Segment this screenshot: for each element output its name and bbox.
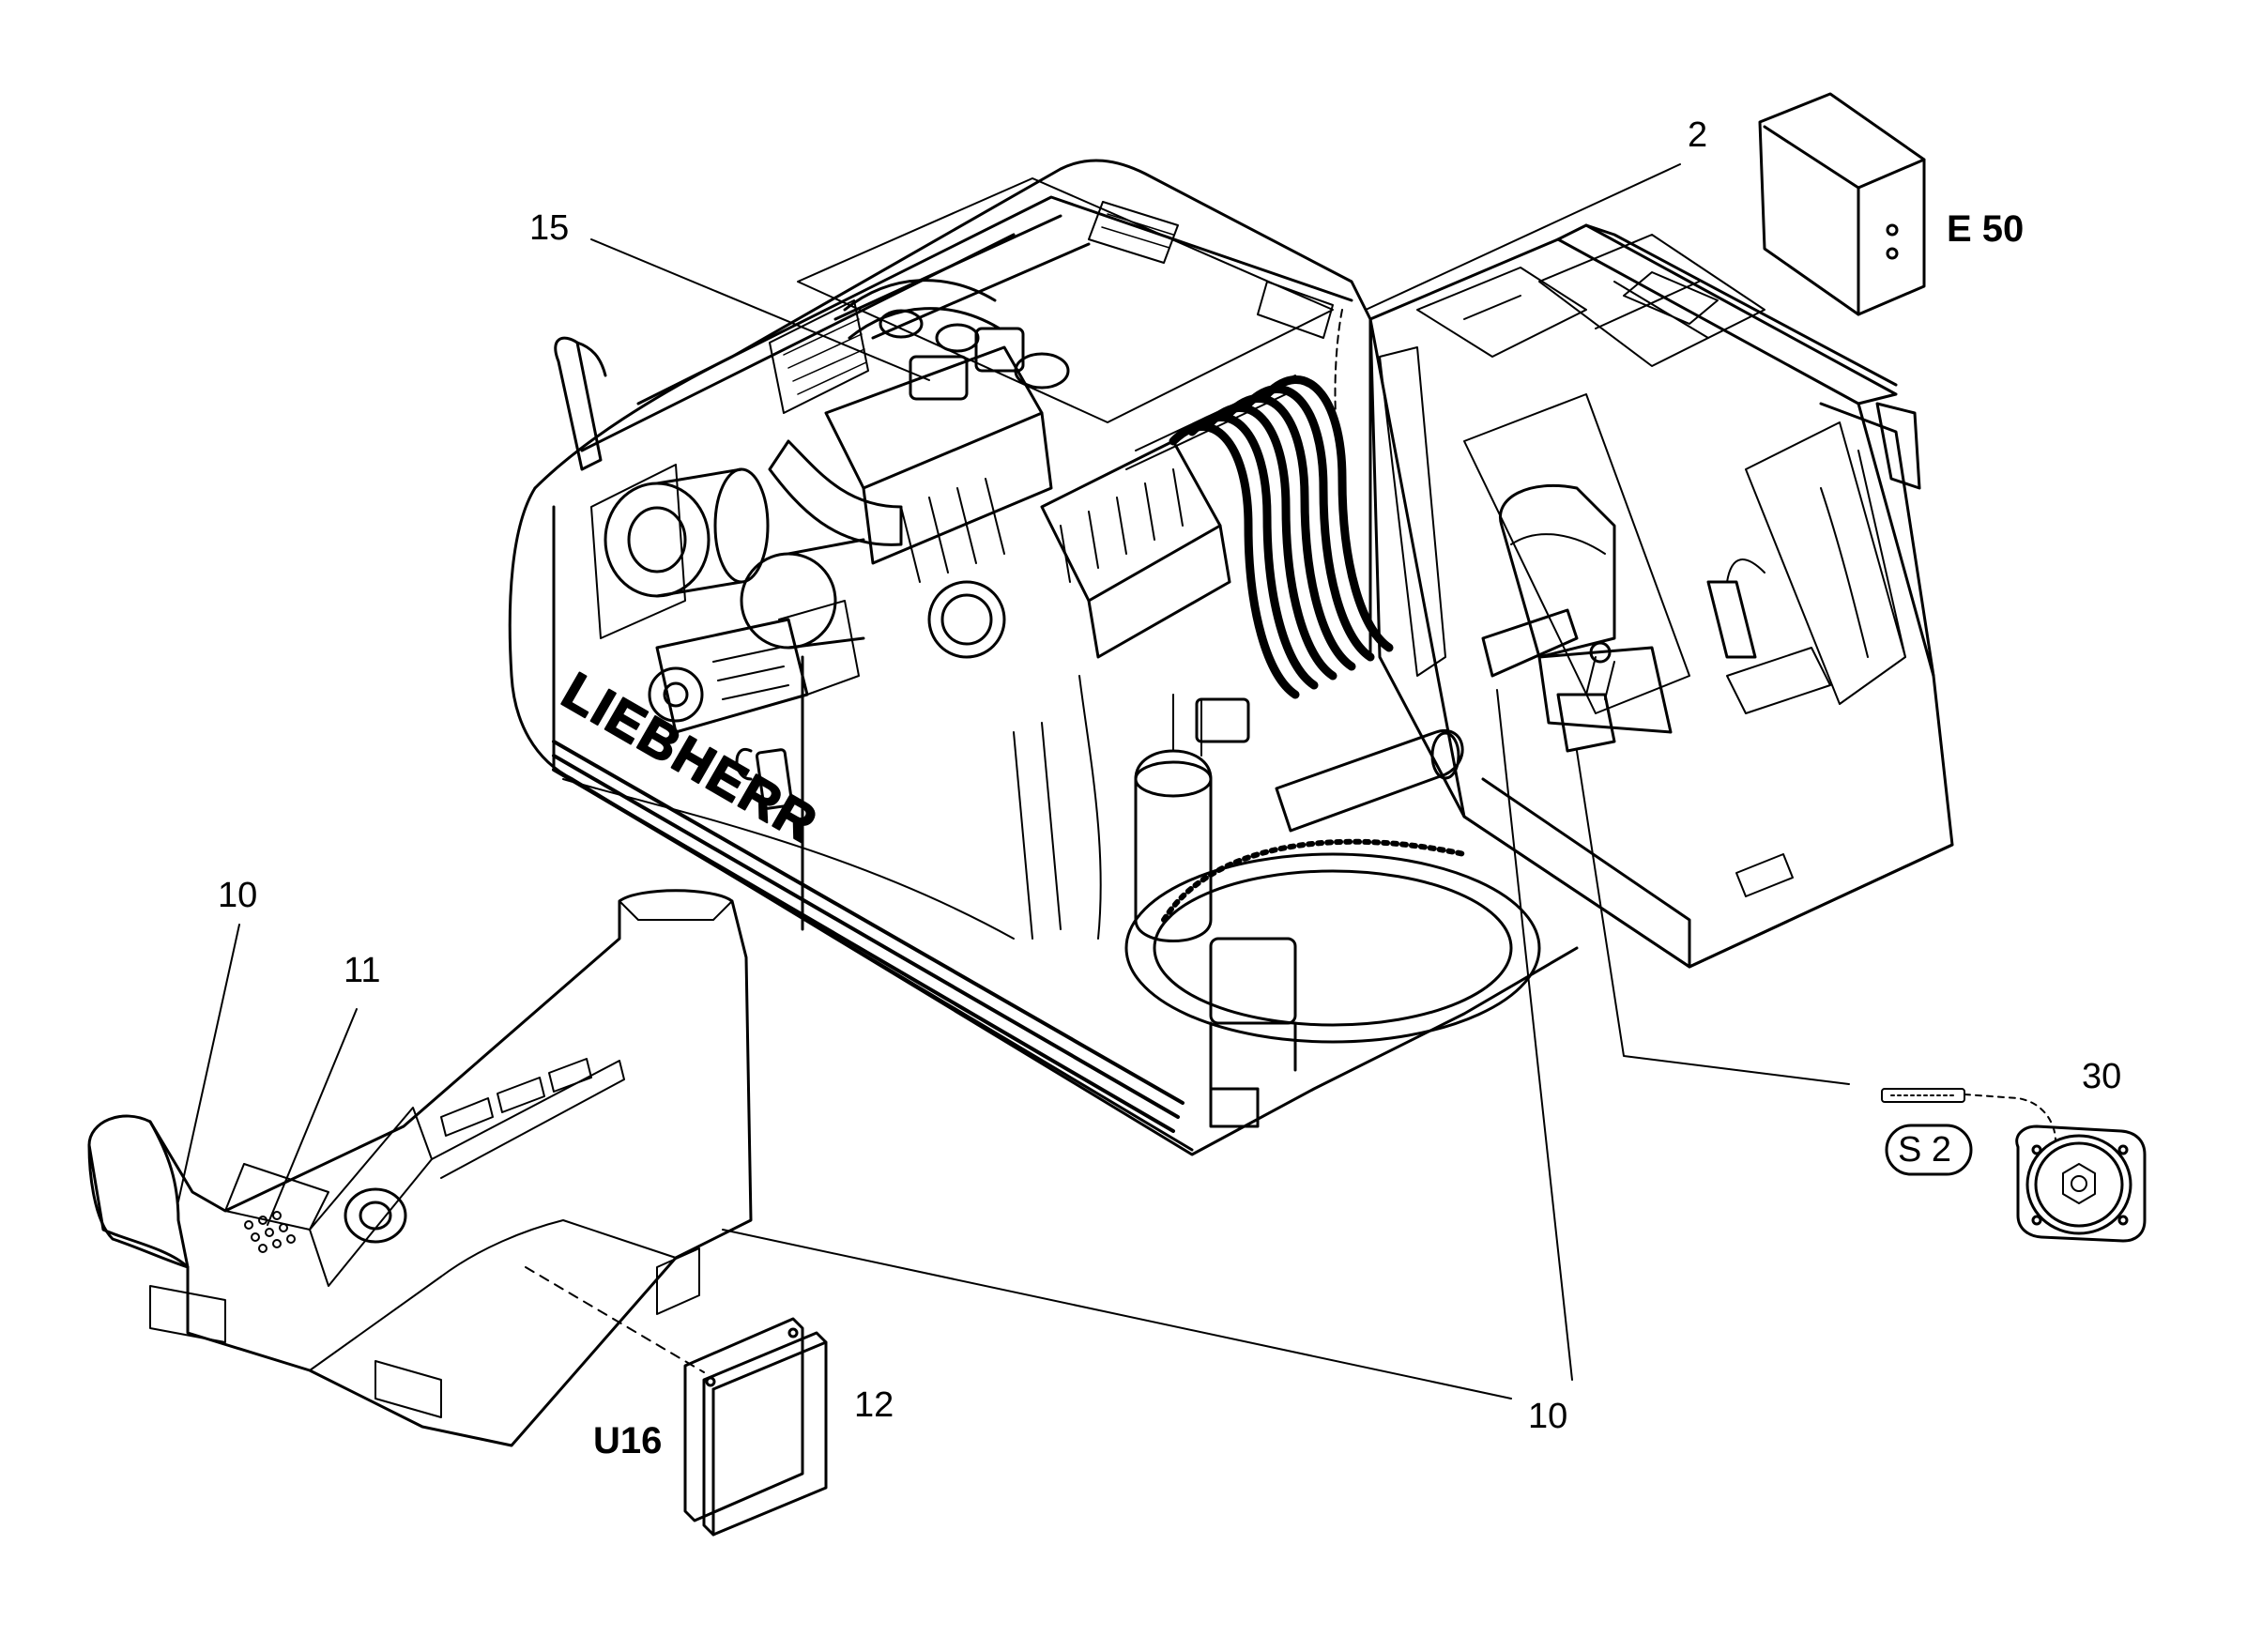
module-u16	[683, 1317, 828, 1537]
electrical-box-e50	[1758, 92, 1926, 316]
leader-lines	[177, 163, 2056, 1400]
horn-30	[2015, 1124, 2147, 1243]
label-item-2: 2	[1688, 115, 1708, 155]
label-item-30: 30	[2082, 1057, 2122, 1096]
control-console	[87, 889, 753, 1447]
label-item-15: 15	[529, 208, 570, 248]
operator-cab	[1334, 223, 1954, 969]
label-item-e50: E 50	[1947, 208, 2025, 250]
label-item-u16: U16	[593, 1420, 663, 1461]
label-item-10-left: 10	[218, 876, 258, 915]
label-item-11: 11	[344, 951, 381, 990]
hose-bundle	[1169, 375, 1394, 699]
label-item-12: 12	[854, 1385, 894, 1425]
label-item-10-bottom: 10	[1528, 1397, 1568, 1436]
label-item-s2: S 2	[1898, 1130, 1952, 1170]
